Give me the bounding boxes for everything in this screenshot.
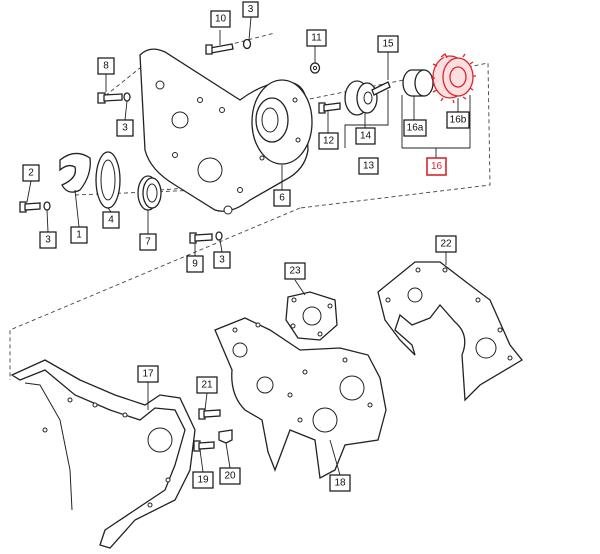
callout-2: 2 [22, 164, 40, 182]
nut-11 [309, 62, 321, 74]
svg-text:23: 23 [289, 266, 301, 277]
gasket-22 [377, 261, 523, 402]
callout-6: 6 [273, 189, 291, 207]
callout-12: 12 [318, 132, 339, 150]
svg-text:21: 21 [201, 380, 213, 391]
callout-3-lower-left: 3 [39, 231, 57, 249]
svg-text:18: 18 [334, 478, 346, 489]
callout-3-top: 3 [242, 1, 259, 18]
callout-3-bottom: 3 [213, 251, 231, 269]
bolt-2 [19, 201, 51, 213]
callout-3-left: 3 [116, 119, 134, 137]
callout-11: 11 [306, 29, 327, 47]
bolt-10 [205, 43, 234, 55]
callout-10: 10 [210, 10, 231, 28]
callout-4: 4 [102, 211, 120, 229]
callout-16: 16 [426, 157, 447, 176]
svg-text:20: 20 [224, 471, 236, 482]
svg-text:16: 16 [431, 161, 443, 172]
bolt-8 [97, 92, 131, 104]
svg-text:6: 6 [279, 193, 285, 204]
callout-8: 8 [97, 57, 115, 75]
callouts: 10 3 11 15 8 3 12 14 13 16a 16b 16 2 3 1… [22, 1, 470, 492]
callout-13: 13 [358, 157, 379, 175]
svg-text:16b: 16b [450, 115, 467, 126]
callout-19: 19 [192, 471, 214, 489]
callout-22: 22 [435, 235, 457, 253]
svg-text:10: 10 [215, 14, 227, 25]
svg-text:19: 19 [197, 475, 209, 486]
idler-pulley-14 [344, 80, 378, 116]
svg-text:17: 17 [142, 369, 154, 380]
callout-17: 17 [137, 365, 159, 383]
svg-text:3: 3 [248, 4, 254, 15]
leader-lines [26, 16, 471, 476]
callout-18: 18 [329, 474, 351, 492]
svg-text:4: 4 [108, 215, 114, 226]
gasket-17 [10, 359, 196, 549]
callout-1: 1 [70, 226, 88, 244]
svg-text:3: 3 [45, 235, 51, 246]
svg-text:8: 8 [103, 61, 109, 72]
svg-text:14: 14 [360, 131, 372, 142]
crank-hub [251, 79, 313, 165]
washer-3-top [242, 38, 252, 50]
svg-text:15: 15 [382, 39, 394, 50]
callout-20: 20 [219, 467, 241, 485]
svg-text:12: 12 [323, 136, 335, 147]
callout-7: 7 [139, 233, 157, 251]
svg-text:13: 13 [363, 161, 375, 172]
clip-20 [218, 429, 233, 444]
svg-text:11: 11 [311, 33, 322, 44]
bolt-12 [318, 102, 341, 114]
gear-16b [431, 53, 476, 104]
svg-text:16a: 16a [407, 123, 424, 134]
gasket-ring-4 [95, 151, 121, 209]
callout-15: 15 [377, 35, 399, 53]
svg-text:3: 3 [219, 255, 225, 266]
callout-16a: 16a [403, 119, 427, 137]
back-plate-18 [214, 317, 387, 480]
svg-text:9: 9 [192, 259, 198, 270]
svg-text:2: 2 [28, 168, 34, 179]
pin-15 [371, 81, 391, 96]
svg-text:7: 7 [145, 237, 151, 248]
callout-16b: 16b [446, 111, 470, 129]
callout-23: 23 [284, 262, 306, 280]
oil-seal-7 [137, 175, 162, 211]
callout-21: 21 [196, 376, 218, 394]
bolt-21 [198, 408, 221, 420]
bolt-9 [189, 231, 223, 244]
svg-text:1: 1 [76, 230, 82, 241]
callout-14: 14 [355, 127, 376, 145]
bolt-19 [193, 440, 215, 452]
svg-text:22: 22 [440, 239, 452, 250]
callout-9: 9 [186, 255, 204, 273]
bushing-16a [402, 69, 434, 97]
plate-23 [285, 291, 338, 341]
cam-plate-5 [59, 152, 91, 193]
svg-text:3: 3 [122, 123, 128, 134]
